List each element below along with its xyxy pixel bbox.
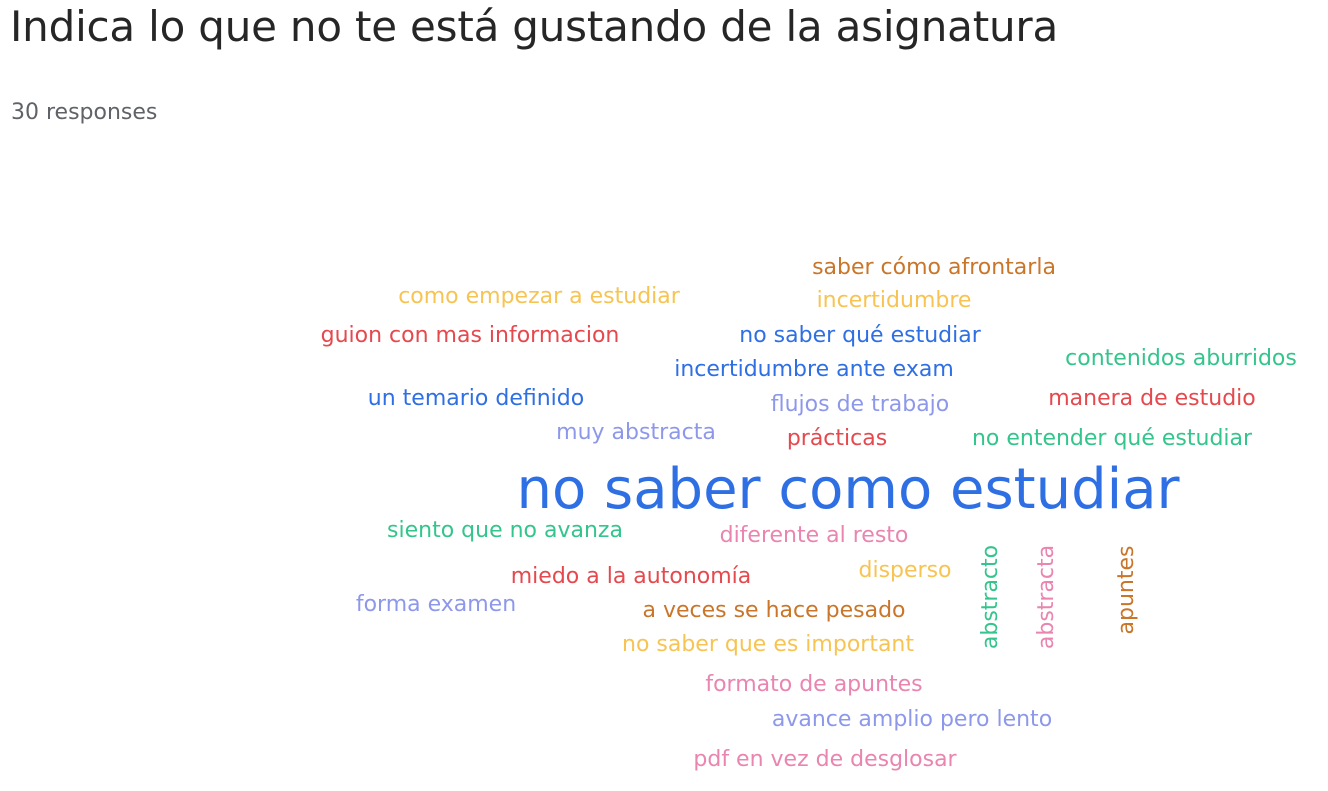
word-cloud-term: manera de estudio [1048, 386, 1256, 411]
word-cloud-term: incertidumbre ante exam [674, 357, 954, 382]
word-cloud-term: como empezar a estudiar [398, 284, 680, 309]
response-count: 30 responses [11, 100, 158, 125]
word-cloud-term: pdf en vez de desglosar [693, 747, 957, 772]
word-cloud-term: abstracta [1034, 544, 1059, 650]
word-cloud-term: no saber qué estudiar [739, 323, 981, 348]
word-cloud-term: incertidumbre [816, 288, 972, 313]
word-cloud-term: apuntes [1114, 545, 1139, 635]
word-cloud-term: disperso [858, 558, 952, 583]
word-cloud-term: guion con mas informacion [320, 323, 620, 348]
word-cloud-term: no saber que es important [622, 632, 914, 657]
word-cloud-term: flujos de trabajo [770, 392, 950, 417]
word-cloud-term: miedo a la autonomía [510, 564, 752, 589]
word-cloud-term: prácticas [786, 426, 888, 451]
word-cloud-term: avance amplio pero lento [771, 707, 1053, 732]
word-cloud-term: forma examen [355, 592, 517, 617]
word-cloud-term: abstracto [978, 544, 1003, 650]
word-cloud-term: formato de apuntes [705, 672, 923, 697]
word-cloud-term: contenidos aburridos [1065, 346, 1297, 371]
word-cloud-term: un temario definido [367, 386, 585, 411]
word-cloud-term: siento que no avanza [387, 518, 623, 543]
word-cloud-term: diferente al resto [719, 523, 909, 548]
word-cloud-term: a veces se hace pesado [642, 598, 906, 623]
question-title: Indica lo que no te está gustando de la … [10, 2, 1058, 51]
word-cloud-term: saber cómo afrontarla [812, 255, 1056, 280]
word-cloud-term: no entender qué estudiar [971, 426, 1253, 451]
word-cloud-term: muy abstracta [556, 420, 716, 445]
word-cloud-term: no saber como estudiar [516, 457, 1180, 522]
